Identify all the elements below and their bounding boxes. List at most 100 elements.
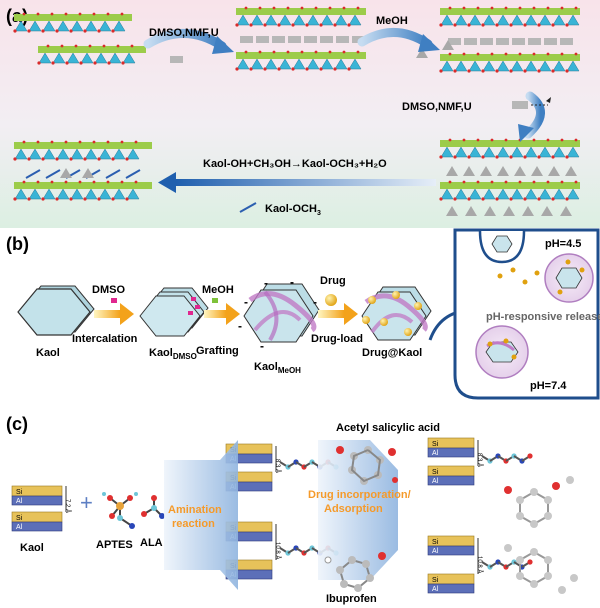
d-spacing-label: 10.8 Å — [274, 542, 281, 559]
intercalant-molecule — [528, 38, 541, 45]
arrow-intercalation-head — [120, 303, 134, 325]
si-layer-label: Si — [432, 441, 439, 448]
al-layer-label: Al — [432, 450, 439, 457]
dmso-marker — [111, 298, 117, 303]
al-layer-label: Al — [16, 498, 23, 505]
ph-neutral-label: pH=7.4 — [530, 380, 567, 392]
drug-kaol-label: Drug@Kaol — [362, 347, 422, 359]
arrow-step-1-head — [212, 36, 234, 54]
kaolinite-layer — [235, 6, 366, 27]
dmso-label: DMSO — [92, 284, 125, 296]
intercalant-molecule — [512, 38, 525, 45]
step3-reagents: DMSO,NMF,U — [402, 101, 472, 113]
kaol-dmso-label: KaolDMSO — [149, 347, 197, 361]
kaol-meoh-particle: - - - - - - — [238, 275, 320, 353]
methoxy-legend-mark — [239, 202, 257, 213]
arrow-grafting-head — [226, 303, 240, 325]
intercalant-molecule — [464, 38, 477, 45]
methanol-molecule — [514, 166, 526, 176]
urea-molecule — [512, 101, 528, 109]
svg-text:-: - — [264, 276, 268, 290]
d-spacing-label: 8.3 Å — [274, 459, 281, 473]
si-layer-label: Si — [432, 539, 439, 546]
kaol-meoh-label: KaolMeOH — [254, 361, 301, 375]
meoh-label: MeOH — [202, 284, 234, 296]
methanol-molecule — [446, 206, 458, 216]
methanol-molecule — [503, 206, 515, 216]
methoxy-group — [105, 169, 121, 179]
methanol-molecule — [82, 168, 94, 178]
intercalant-molecule — [304, 36, 317, 43]
kaolinite-layers-group — [13, 6, 580, 216]
aspirin-molecule — [336, 446, 398, 485]
release-label: pH-responsive release — [486, 311, 600, 323]
kaol-dmso-stack — [139, 287, 209, 337]
aptes-label: APTES — [96, 539, 133, 551]
arrow-step-1 — [143, 29, 227, 51]
released-drug — [497, 273, 503, 279]
intercalation-label: Intercalation — [72, 333, 138, 345]
plus-sign: + — [80, 490, 93, 515]
methanol-molecule — [541, 206, 553, 216]
methanol-molecule — [446, 166, 458, 176]
kaolinite-layer — [439, 6, 580, 27]
aptes-molecule — [102, 492, 138, 529]
atom — [527, 559, 533, 565]
kaol-hexagon — [17, 288, 91, 336]
al-layer-label: Al — [432, 548, 439, 555]
arrow-step-4-head — [158, 172, 176, 193]
panel-b-label: (b) — [6, 234, 29, 254]
step2-reagent: MeOH — [376, 15, 408, 27]
arrow-step-3-head — [518, 124, 534, 142]
ala-label: ALA — [140, 537, 163, 549]
arrow-step-4 — [176, 179, 436, 186]
methoxy-reaction: Kaol-OH+CH₃OH→Kaol-OCH₃+H₂O — [203, 158, 387, 170]
methoxy-legend: Kaol-OCH3 — [265, 203, 321, 217]
kaol-label: Kaol — [36, 347, 60, 359]
si-layer-label: Si — [16, 489, 23, 496]
atom — [527, 453, 533, 459]
kaolinite-layer — [439, 180, 580, 201]
si-layer-label: Si — [16, 515, 23, 522]
amination-arrow — [164, 440, 238, 590]
ibuprofen-label: Ibuprofen — [326, 593, 377, 605]
intercalant-molecule — [256, 36, 269, 43]
arrow-intercalation — [94, 310, 120, 318]
si-layer-label: Si — [432, 469, 439, 476]
kaolinite-layer — [13, 180, 152, 201]
kaolinite-layer — [37, 44, 146, 65]
methoxy-group — [25, 169, 41, 179]
drug-label: Drug — [320, 275, 346, 287]
ibuprofen-molecule — [324, 552, 386, 592]
drug-load-label: Drug-load — [311, 333, 363, 345]
methanol-molecule — [531, 166, 543, 176]
methanol-molecule — [565, 166, 577, 176]
intercalant-molecule — [496, 38, 509, 45]
arrow-grafting — [204, 310, 226, 318]
ibuprofen-product — [504, 544, 578, 594]
drug-ball — [325, 294, 337, 306]
al-layer-label: Al — [432, 478, 439, 485]
intercalant-molecule — [544, 38, 557, 45]
dashed-arrow-head — [546, 97, 551, 103]
methanol-molecule — [522, 206, 534, 216]
kaol-c-label: Kaol — [20, 542, 44, 554]
kaolinite-layer — [13, 140, 152, 161]
methoxy-group — [125, 169, 141, 179]
intercalant-molecule — [288, 36, 301, 43]
svg-text:-: - — [238, 319, 242, 333]
kaolinite-layer — [439, 138, 580, 159]
d-spacing-label: 8.3 Å — [476, 453, 483, 467]
aspirin-product — [504, 476, 574, 528]
drug-kaol-particle — [361, 286, 432, 341]
methanol-molecule — [560, 206, 572, 216]
al-layer-label: Al — [16, 524, 23, 531]
si-layer-label: Si — [432, 577, 439, 584]
